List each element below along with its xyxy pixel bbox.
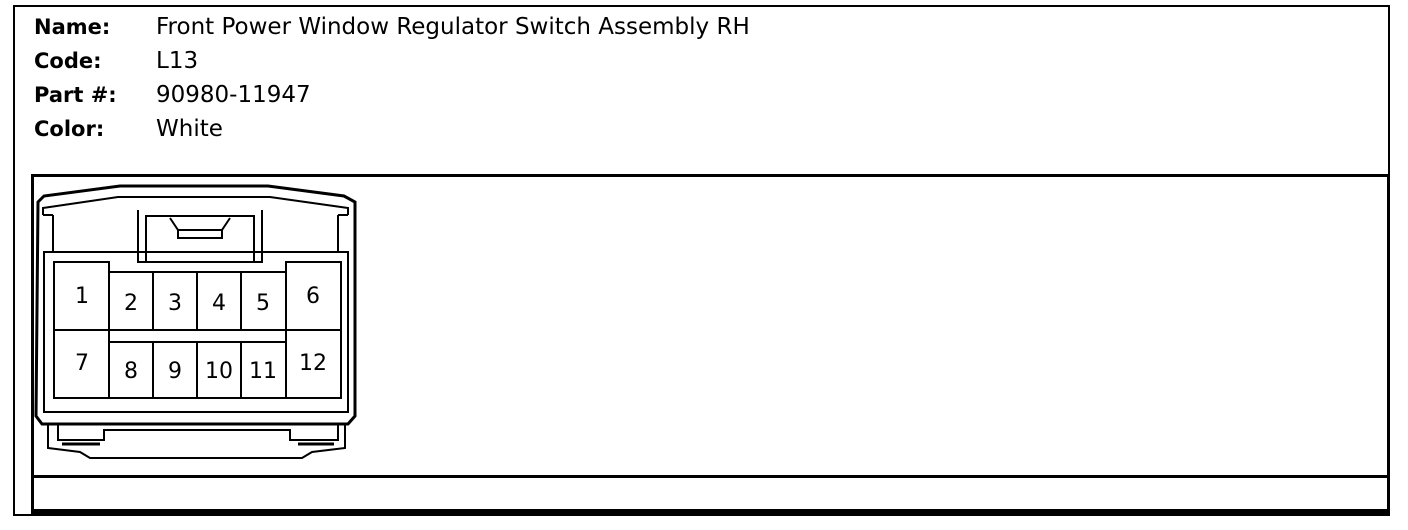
- connector-inner-shell: [42, 196, 349, 215]
- pin-3-label: 3: [168, 291, 182, 316]
- part-label: Part #:: [34, 83, 117, 107]
- code-label: Code:: [34, 49, 102, 73]
- pin-4-label: 4: [212, 291, 226, 316]
- pin-2-label: 2: [124, 291, 138, 316]
- name-value: Front Power Window Regulator Switch Asse…: [156, 14, 750, 40]
- code-value: L13: [156, 48, 199, 74]
- pin-9-label: 9: [168, 359, 182, 384]
- color-label: Color:: [34, 117, 105, 141]
- name-label: Name:: [34, 15, 111, 39]
- pin-10-label: 10: [205, 359, 233, 384]
- pin-7-label: 7: [75, 351, 89, 376]
- panel-bottom-border: [31, 509, 1390, 514]
- bottom-rail: [47, 424, 346, 459]
- panel-divider: [31, 475, 1390, 478]
- pin-5-label: 5: [256, 291, 270, 316]
- pin-1-label: 1: [75, 284, 89, 309]
- color-value: White: [156, 116, 223, 142]
- connector-housing-outline: [34, 184, 357, 426]
- pin-6-label: 6: [306, 284, 320, 309]
- part-value: 90980-11947: [156, 82, 311, 108]
- pin-11-label: 11: [249, 359, 277, 384]
- locking-latch: [137, 210, 263, 263]
- pin-cavity-grid: [53, 261, 342, 399]
- pin-8-label: 8: [124, 359, 138, 384]
- pin-12-label: 12: [299, 351, 327, 376]
